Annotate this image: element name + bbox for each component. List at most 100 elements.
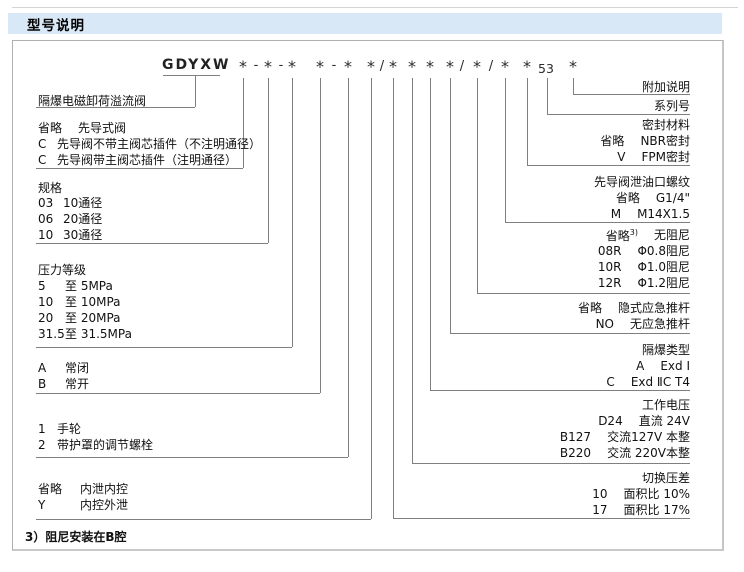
size-row: 10 30通径 [38, 228, 103, 242]
voltage-row: B220 交流 220V本整 [559, 446, 690, 460]
footnote: 3）阻尼安装在B腔 [25, 530, 127, 544]
code-token: * [367, 57, 375, 76]
series-number-header: 系列号 [653, 99, 690, 113]
pressure-header: 压力等级 [38, 263, 87, 277]
code-token: / [459, 59, 465, 74]
connector-line [320, 78, 321, 393]
code-token: * [239, 57, 247, 76]
connector-line [292, 78, 293, 347]
code-token: / [379, 59, 385, 74]
connector-line [371, 78, 372, 519]
connector-line [527, 78, 528, 165]
pressure-diff-row: 10 面积比 10% [592, 487, 690, 501]
drain-thread-header: 先导阀泄油口螺纹 [593, 175, 690, 189]
connector-line [505, 78, 506, 222]
connector-line [36, 519, 371, 520]
seal-material-row: V FPM密封 [617, 150, 690, 164]
connector-line [547, 78, 548, 114]
connector-line [450, 78, 451, 333]
code-token: - [278, 58, 284, 73]
drain-control-row: 省略 内泄内控 [38, 482, 129, 496]
connector-line [243, 78, 244, 168]
valve-name-label: 隔爆电磁卸荷溢流阀 [38, 94, 147, 108]
connector-line [547, 114, 690, 115]
footnote-marker: 3) [629, 228, 638, 237]
size-header: 规格 [38, 181, 63, 195]
code-token: * [408, 57, 416, 76]
connector-line [477, 78, 478, 293]
pilot-type-row: C 先导阀不带主阀芯插件（不注明通径） [38, 137, 262, 151]
section-title: 型号说明 [27, 17, 85, 34]
connector-line [505, 222, 690, 223]
connector-line [477, 293, 690, 294]
connector-line [450, 333, 690, 334]
connector-line [412, 463, 690, 464]
code-token: * [344, 57, 352, 76]
explosion-type-row: C Exd ⅡC T4 [606, 375, 690, 389]
drain-thread-row: 省略 G1/4" [615, 191, 690, 205]
voltage-header: 工作电压 [641, 398, 690, 412]
code-token: - [253, 58, 259, 73]
connector-line [36, 243, 268, 244]
connector-line [393, 518, 690, 519]
normal-state-row: B 常开 [38, 377, 90, 391]
section-header: 型号说明 [8, 13, 722, 34]
voltage-row: D24 直流 24V [598, 414, 690, 428]
drain-control-row: Y 内控外泄 [38, 498, 129, 512]
code-token: * [389, 57, 397, 76]
code-token: * [288, 57, 296, 76]
top-divider [12, 7, 738, 8]
pilot-type-row: 省略 先导式阀 [38, 121, 127, 135]
code-token-series: 53 [538, 61, 554, 76]
connector-line [412, 78, 413, 463]
pushrod-row: 省略 隐式应急推杆 [577, 301, 690, 315]
damping-row: 12R Φ1.2阻尼 [597, 276, 690, 290]
code-token: / [488, 59, 494, 74]
connector-line [527, 165, 690, 166]
connector-line [573, 94, 690, 95]
additional-notes-header: 附加说明 [641, 80, 690, 94]
damping-row: 省略3) 无阻尼 [605, 228, 690, 243]
pressure-row: 31.5 至 31.5MPa [38, 327, 132, 341]
damping-row: 10R Φ1.0阻尼 [597, 260, 690, 274]
code-token: * [316, 57, 324, 76]
adjustment-row: 1 手轮 [38, 422, 82, 436]
code-token: * [446, 57, 454, 76]
explosion-type-header: 隔爆类型 [641, 343, 690, 357]
pilot-type-row: C 先导阀带主阀芯插件（注明通径） [38, 153, 238, 167]
diagram-frame [12, 40, 724, 551]
pushrod-row: NO 无应急推杆 [595, 317, 690, 331]
code-token: * [473, 57, 481, 76]
size-row: 06 20通径 [38, 212, 103, 226]
damping-row: 08R Φ0.8阻尼 [597, 244, 690, 258]
model-code-prefix: GDYXW [162, 57, 231, 73]
code-token: - [331, 58, 337, 73]
connector-line [36, 457, 348, 458]
pressure-diff-row: 17 面积比 17% [592, 503, 690, 517]
code-token: * [426, 57, 434, 76]
code-token: * [264, 57, 272, 76]
explosion-type-row: A Exd Ⅰ [636, 359, 690, 373]
size-row: 03 10通径 [38, 196, 103, 210]
connector-line [163, 75, 220, 76]
connector-line [36, 168, 243, 169]
pressure-diff-header: 切换压差 [641, 471, 690, 485]
connector-line [430, 390, 690, 391]
normal-state-row: A 常闭 [38, 361, 90, 375]
connector-line [393, 78, 394, 518]
pressure-row: 5 至 5MPa [38, 279, 113, 293]
connector-line [195, 75, 196, 107]
seal-material-header: 密封材料 [641, 118, 690, 132]
voltage-row: B127 交流127V 本整 [559, 430, 690, 444]
connector-line [430, 78, 431, 390]
connector-line [573, 78, 574, 94]
adjustment-row: 2 带护罩的调节螺栓 [38, 438, 154, 452]
seal-material-row: 省略 NBR密封 [600, 134, 690, 148]
connector-line [36, 107, 195, 108]
connector-line [348, 78, 349, 457]
code-token: * [501, 57, 509, 76]
connector-line [268, 78, 269, 243]
drain-thread-row: M M14X1.5 [610, 207, 690, 221]
pressure-row: 20 至 20MPa [38, 311, 121, 325]
